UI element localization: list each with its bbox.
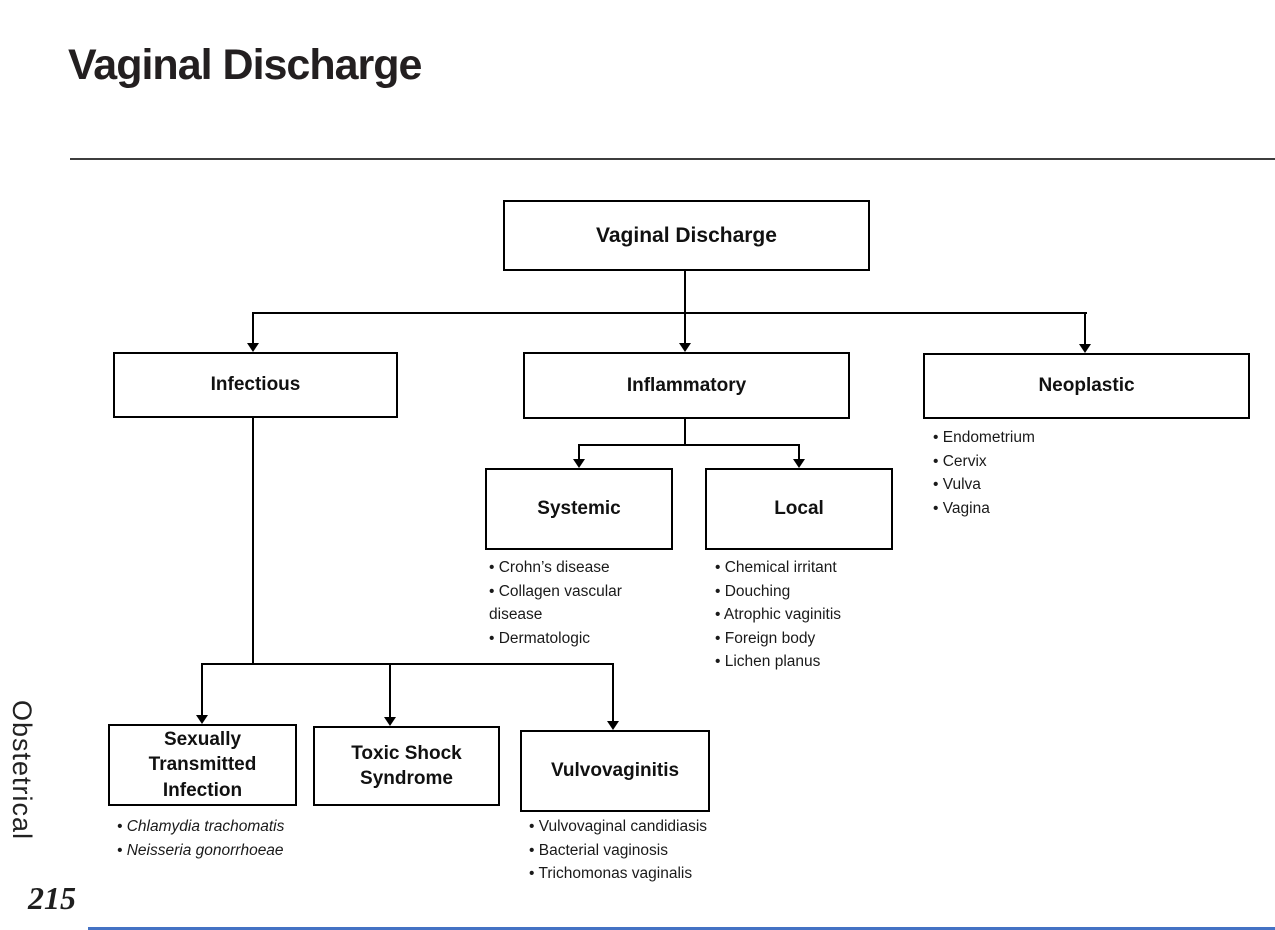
neoplastic-bullet-list: Endometrium Cervix Vulva Vagina (933, 426, 1163, 520)
node-label: Inflammatory (626, 374, 747, 396)
bullet-item: Atrophic vaginitis (715, 603, 925, 627)
sti-bullet-list: Chlamydia trachomatis Neisseria gonorrho… (117, 815, 295, 862)
bullet-item: Crohn’s disease (489, 556, 671, 580)
bullet-item: Vulvovaginal candidiasis (529, 815, 725, 839)
connector-line (578, 444, 800, 446)
arrow-down-icon (196, 715, 208, 724)
arrow-down-icon (573, 459, 585, 468)
systemic-bullet-list: Crohn’s disease Collagen vascular diseas… (489, 556, 671, 650)
page-title: Vaginal Discharge (68, 40, 422, 89)
node-label: Systemic (537, 498, 621, 520)
connector-line (612, 663, 614, 722)
arrow-down-icon (793, 459, 805, 468)
bullet-item: Collagen vascular disease (489, 580, 671, 627)
node-label: Neoplastic (1038, 375, 1135, 397)
node-local: Local (705, 468, 893, 550)
connector-line (252, 312, 254, 344)
node-label: Vulvovaginitis (550, 760, 680, 782)
arrow-down-icon (607, 721, 619, 730)
node-systemic: Systemic (485, 468, 673, 550)
bullet-item: Dermatologic (489, 627, 671, 651)
arrow-down-icon (384, 717, 396, 726)
node-inflammatory: Inflammatory (523, 352, 850, 419)
arrow-down-icon (247, 343, 259, 352)
bullet-item: Douching (715, 580, 925, 604)
node-vaginal-discharge: Vaginal Discharge (503, 200, 870, 271)
node-label: Vaginal Discharge (596, 223, 777, 247)
bullet-item: Bacterial vaginosis (529, 839, 725, 863)
node-label: Toxic Shock Syndrome (351, 742, 462, 789)
bullet-item: Vagina (933, 497, 1163, 521)
bullet-item: Foreign body (715, 627, 925, 651)
arrow-down-icon (679, 343, 691, 352)
bullet-item: Cervix (933, 450, 1163, 474)
vulvovaginitis-bullet-list: Vulvovaginal candidiasis Bacterial vagin… (529, 815, 725, 886)
connector-line (201, 663, 614, 665)
node-toxic-shock-syndrome: Toxic Shock Syndrome (313, 726, 500, 806)
node-neoplastic: Neoplastic (923, 353, 1250, 419)
connector-line (252, 418, 254, 665)
connector-line (389, 663, 391, 718)
bullet-item: Vulva (933, 473, 1163, 497)
bullet-item: Endometrium (933, 426, 1163, 450)
header-divider (70, 158, 1275, 160)
chapter-tab-label: Obstetrical (7, 700, 37, 841)
node-infectious: Infectious (113, 352, 398, 418)
bullet-item: Neisseria gonorrhoeae (117, 839, 295, 863)
bullet-item: Trichomonas vaginalis (529, 862, 725, 886)
connector-line (1084, 312, 1086, 345)
connector-line (253, 312, 1087, 314)
connector-line (684, 312, 686, 344)
node-label: Local (774, 498, 824, 520)
connector-line (684, 271, 686, 314)
connector-line (578, 444, 580, 460)
node-sexually-transmitted-infection: Sexually Transmitted Infection (108, 724, 297, 806)
page-number: 215 (28, 880, 76, 916)
connector-line (798, 444, 800, 460)
bullet-item: Chemical irritant (715, 556, 925, 580)
connector-line (201, 663, 203, 716)
connector-line (684, 419, 686, 446)
node-label: Sexually Transmitted Infection (148, 729, 257, 801)
bullet-item: Chlamydia trachomatis (117, 815, 295, 839)
bullet-item: Lichen planus (715, 650, 925, 674)
node-label: Infectious (210, 374, 301, 396)
footer-accent-line (88, 927, 1275, 930)
arrow-down-icon (1079, 344, 1091, 353)
local-bullet-list: Chemical irritant Douching Atrophic vagi… (715, 556, 925, 674)
node-vulvovaginitis: Vulvovaginitis (520, 730, 710, 812)
